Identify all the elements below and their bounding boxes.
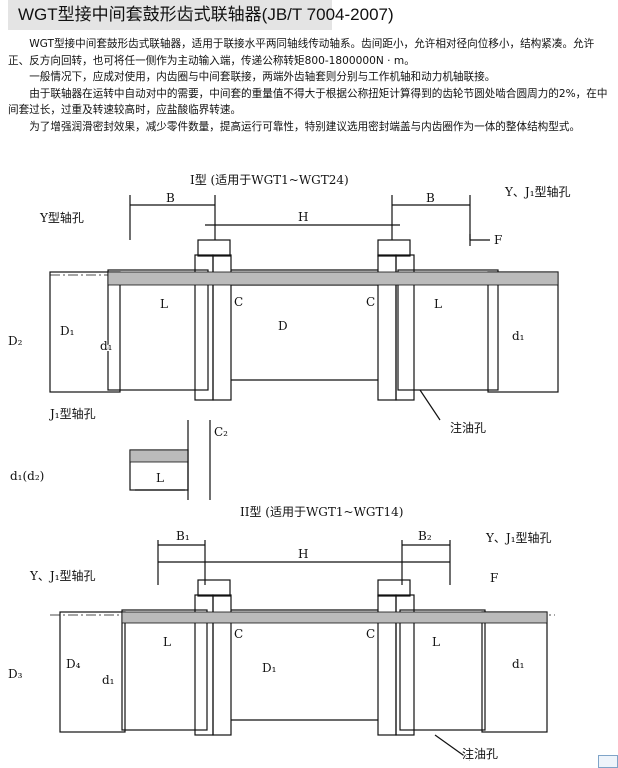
dim-C: C bbox=[234, 295, 243, 309]
dim-D3: D₃ bbox=[8, 667, 23, 681]
description: WGT型接中间套鼓形齿式联轴器，适用于联接水平两同轴线传动轴系。齿间距小，允许相… bbox=[8, 36, 608, 135]
figure-type-2 bbox=[50, 540, 555, 761]
fig1-caption: I型 (适用于WGT1~WGT24) bbox=[190, 173, 349, 187]
yj-hole-label: Y、J₁型轴孔 bbox=[504, 184, 571, 199]
paragraph: 由于联轴器在运转中自动对中的需要，中间套的重量值不得大于根据公称扭矩计算得到的齿… bbox=[8, 87, 608, 117]
dim-D1: D₁ bbox=[262, 661, 276, 675]
yj-hole-label: Y、J₁型轴孔 bbox=[29, 568, 96, 583]
dim-B1: B₁ bbox=[176, 529, 190, 543]
dim-D2: D₂ bbox=[8, 334, 23, 348]
oil-hole-label: 注油孔 bbox=[462, 746, 498, 761]
page-title: WGT型接中间套鼓形齿式联轴器(JB/T 7004-2007) bbox=[8, 0, 394, 30]
figure-2-labels: II型 (适用于WGT1~WGT14) B₁ B₂ H Y、J₁型轴孔 Y、J₁… bbox=[7, 504, 553, 762]
dim-F: F bbox=[490, 571, 498, 585]
dim-D1: D₁ bbox=[60, 324, 74, 338]
dim-d1: d₁ bbox=[512, 657, 525, 671]
dim-d1-d2: d₁(d₂) bbox=[10, 469, 44, 483]
dim-L: L bbox=[156, 471, 164, 485]
dim-d1: d₁ bbox=[100, 339, 113, 353]
dim-H: H bbox=[298, 547, 308, 561]
fig2-caption: II型 (适用于WGT1~WGT14) bbox=[240, 505, 403, 519]
image-tool-icon[interactable] bbox=[598, 755, 618, 768]
oil-hole-label: 注油孔 bbox=[450, 420, 486, 435]
dim-B: B bbox=[166, 191, 175, 205]
yj-hole-label: Y、J₁型轴孔 bbox=[485, 530, 552, 545]
y-hole-label: Y型轴孔 bbox=[39, 210, 84, 225]
dim-L: L bbox=[434, 297, 442, 311]
dim-C: C bbox=[366, 295, 375, 309]
dim-d1: d₁ bbox=[102, 673, 115, 687]
dim-D4: D₄ bbox=[66, 657, 81, 671]
dim-H: H bbox=[298, 210, 308, 224]
paragraph: WGT型接中间套鼓形齿式联轴器，适用于联接水平两同轴线传动轴系。齿间距小，允许相… bbox=[8, 38, 595, 67]
dim-L: L bbox=[160, 297, 168, 311]
dim-F: F bbox=[494, 233, 502, 247]
figure-1-labels: I型 (适用于WGT1~WGT24) B B H Y型轴孔 Y、J₁型轴孔 F … bbox=[7, 172, 572, 486]
dim-C2: C₂ bbox=[214, 425, 228, 439]
dim-D: D bbox=[278, 319, 288, 333]
dim-L: L bbox=[163, 635, 171, 649]
dim-C: C bbox=[366, 627, 375, 641]
paragraph: 一般情况下，应成对使用，内齿圈与中间套联接，两端外齿轴套则分别与工作机轴和动力机… bbox=[29, 71, 496, 83]
dim-C: C bbox=[234, 627, 243, 641]
figure-type-1 bbox=[49, 195, 559, 500]
dim-L: L bbox=[432, 635, 440, 649]
dim-d1: d₁ bbox=[512, 329, 525, 343]
dim-B: B bbox=[426, 191, 435, 205]
dim-B2: B₂ bbox=[418, 529, 432, 543]
paragraph: 为了增强润滑密封效果，减少零件数量，提高运行可靠性，特别建议选用密封端盖与内齿圈… bbox=[29, 120, 581, 133]
j1-hole-label: J₁型轴孔 bbox=[48, 406, 96, 421]
